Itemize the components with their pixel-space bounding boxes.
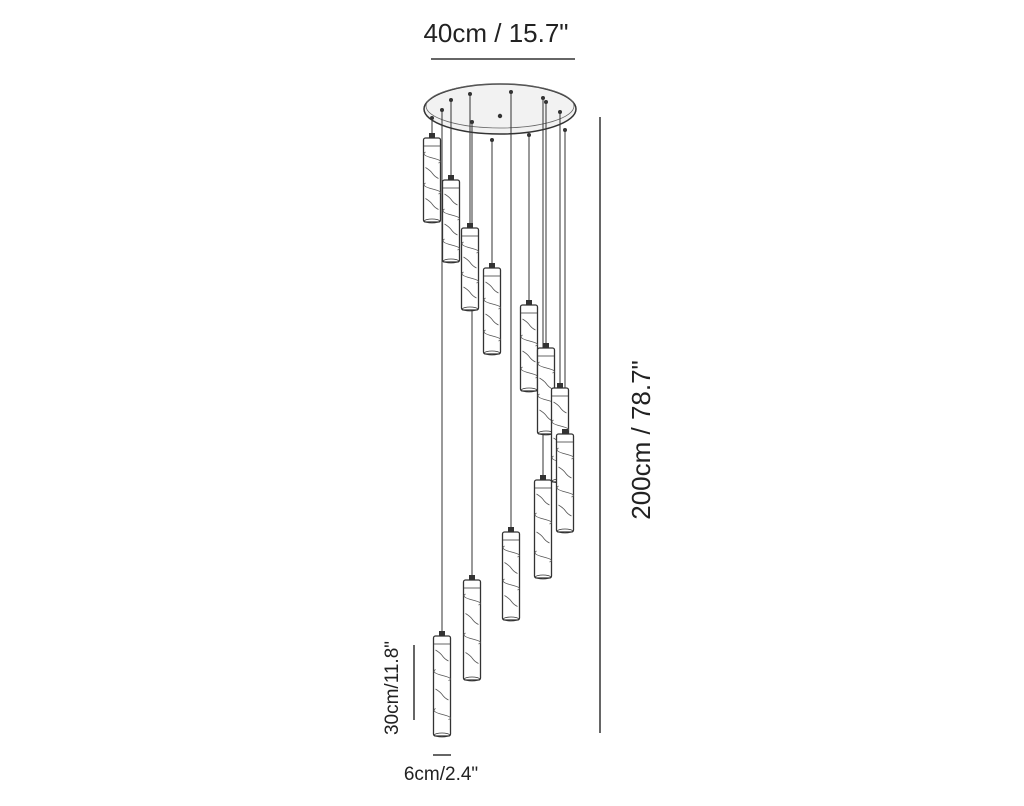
pendant-shade bbox=[536, 343, 556, 436]
pendant-diameter-dimension-label: 6cm/2.4" bbox=[404, 764, 478, 785]
pendant-bottom-rim bbox=[424, 218, 440, 224]
pendant-shade bbox=[422, 133, 442, 224]
marble-vein-pattern bbox=[551, 401, 569, 468]
cable-anchor-point bbox=[490, 138, 494, 142]
pendant-cap bbox=[562, 429, 568, 434]
cable-anchor-point bbox=[449, 98, 453, 102]
suspension-cables bbox=[430, 90, 567, 636]
pendant-bottom-rim bbox=[434, 732, 450, 738]
pendant-cap bbox=[543, 343, 549, 348]
cable-anchor-point bbox=[544, 100, 548, 104]
pendant-bottom-rim bbox=[535, 574, 551, 580]
pendant-cap bbox=[467, 223, 473, 228]
marble-vein-pattern bbox=[463, 593, 481, 664]
pendant-shade bbox=[555, 429, 575, 534]
marble-vein-pattern bbox=[461, 241, 479, 299]
pendant-bottom-rim bbox=[443, 258, 459, 264]
pendant-length-dimension-label: 30cm/11.8" bbox=[382, 641, 403, 735]
pendant-cylinder bbox=[482, 267, 502, 355]
pendant-bottom-rim bbox=[484, 350, 500, 356]
pendant-shade bbox=[533, 475, 553, 580]
pendant-cylinder bbox=[460, 227, 480, 311]
cable-anchor-point bbox=[509, 90, 513, 94]
pendant-cap bbox=[439, 631, 445, 636]
pendant-bottom-rim bbox=[462, 306, 478, 312]
pendant-shade bbox=[482, 263, 502, 356]
pendant-shades bbox=[422, 133, 575, 738]
width-dimension-label: 40cm / 15.7" bbox=[423, 18, 568, 48]
pendant-cap bbox=[557, 383, 563, 388]
marble-vein-pattern bbox=[423, 151, 441, 210]
cable-anchor-point bbox=[440, 108, 444, 112]
pendant-cylinder bbox=[432, 635, 452, 737]
pendant-bottom-rim bbox=[503, 616, 519, 622]
cable-anchor-point bbox=[527, 133, 531, 137]
pendant-cap bbox=[429, 133, 435, 138]
pendant-shade bbox=[462, 575, 482, 682]
pendant-cap bbox=[469, 575, 475, 580]
pendant-bottom-rim bbox=[464, 676, 480, 682]
pendant-cylinder bbox=[555, 433, 575, 533]
marble-vein-pattern bbox=[483, 281, 501, 342]
pendant-cap bbox=[448, 175, 454, 180]
marble-vein-pattern bbox=[433, 649, 451, 720]
cable-anchor-point bbox=[558, 110, 562, 114]
cable-anchor-point bbox=[563, 128, 567, 132]
pendant-shade bbox=[441, 175, 461, 264]
pendant-cylinder bbox=[501, 531, 521, 621]
pendant-shade bbox=[501, 527, 521, 622]
pendant-cap bbox=[489, 263, 495, 268]
pendant-cap bbox=[540, 475, 546, 480]
cable-anchor-point bbox=[430, 116, 434, 120]
cable-anchor-point bbox=[470, 120, 474, 124]
cable-anchor-point bbox=[468, 92, 472, 96]
marble-vein-pattern bbox=[520, 318, 538, 379]
pendant-shade bbox=[432, 631, 452, 738]
pendant-cylinder bbox=[462, 579, 482, 681]
ceiling-canopy bbox=[423, 83, 577, 135]
pendant-shade bbox=[519, 300, 539, 393]
cable-anchor-point bbox=[541, 96, 545, 100]
marble-vein-pattern bbox=[537, 361, 555, 422]
pendant-bottom-rim bbox=[521, 387, 537, 393]
marble-vein-pattern bbox=[442, 193, 460, 251]
height-dimension-label: 200cm / 78.7" bbox=[626, 360, 656, 520]
pendant-cylinder bbox=[441, 179, 461, 263]
marble-vein-pattern bbox=[534, 493, 552, 563]
pendant-bottom-rim bbox=[557, 528, 573, 534]
pendant-shade bbox=[460, 223, 480, 312]
marble-vein-pattern bbox=[556, 447, 574, 517]
pendant-cylinder bbox=[519, 304, 539, 392]
pendant-cap bbox=[508, 527, 514, 532]
pendant-cylinder bbox=[533, 479, 553, 579]
marble-vein-pattern bbox=[502, 545, 520, 607]
pendant-cap bbox=[526, 300, 532, 305]
